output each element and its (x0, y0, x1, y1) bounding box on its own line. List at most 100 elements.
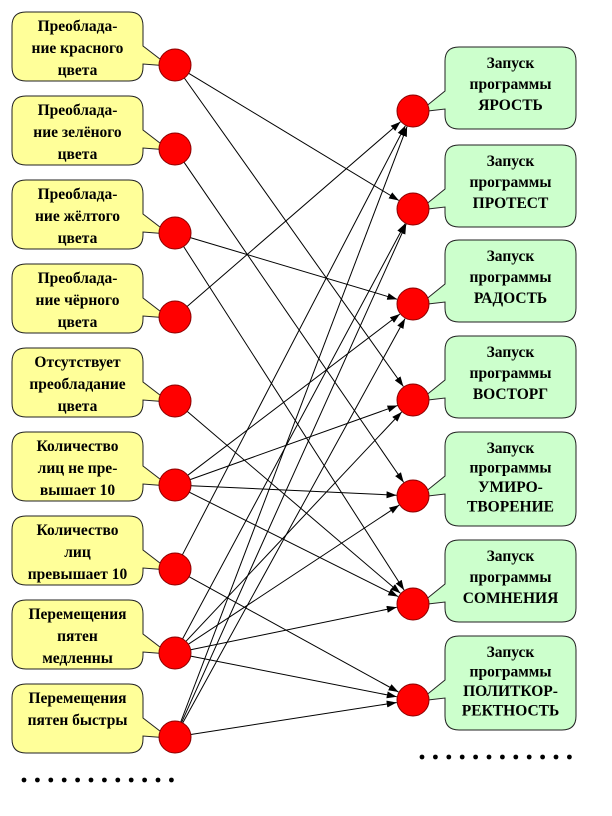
condition-label-line: пятен быстры (28, 712, 128, 729)
ellipsis-dot (169, 777, 174, 783)
connection-arrow (190, 605, 397, 651)
condition-label-line: Количество (37, 522, 119, 539)
program-callout (417, 144, 577, 228)
condition-callout (11, 683, 171, 754)
condition-dot (158, 468, 192, 502)
program-label-line: Запуск (487, 55, 535, 72)
condition-callout (11, 515, 171, 586)
connection-arrow (183, 246, 405, 591)
ellipsis-dot (142, 777, 148, 783)
program-callout (417, 46, 577, 130)
condition-dot (158, 300, 192, 334)
ellipsis-dot (48, 777, 54, 783)
ellipsis-dot (473, 754, 478, 760)
condition-dot (158, 384, 192, 418)
ellipsis-dot (553, 754, 559, 760)
connection-arrow (189, 491, 399, 598)
program-callout (417, 635, 577, 731)
program-callout (417, 239, 577, 323)
program-label-line: программы (470, 664, 552, 681)
condition-dot (158, 132, 192, 166)
program-label-line: программы (470, 365, 552, 382)
condition-label: Количество лиц не пре-вышает 10 (37, 438, 119, 499)
ellipsis-dot (446, 754, 452, 760)
condition-label-line: ние красного (32, 40, 124, 57)
program-label-line: ЯРОСТЬ (478, 97, 543, 114)
program-label-line: программы (470, 76, 552, 93)
connection-arrow (182, 223, 406, 640)
connection-arrow (181, 223, 407, 723)
program-label-line: РЕКТНОСТЬ (462, 703, 559, 720)
connection-arrow (190, 655, 397, 699)
condition-label-line: Количество (37, 438, 119, 455)
ellipsis-dot (102, 777, 107, 783)
ellipsis-dot (500, 754, 505, 760)
program-dot (396, 587, 430, 621)
ellipsis-dot (540, 754, 545, 760)
connection-arrow (186, 411, 401, 594)
program-label-line: ВОСТОРГ (473, 386, 548, 403)
condition-label-line: Отсутствует (34, 354, 121, 371)
ellipsis-dot (486, 754, 492, 760)
more-conditions-ellipsis (21, 777, 174, 783)
condition-label-line: цвета (58, 146, 98, 163)
connection-arrow (181, 125, 406, 556)
condition-label-line: ние чёрного (36, 292, 120, 309)
program-label-line: ПОЛИТКОР- (463, 683, 558, 700)
program-label-line: СОМНЕНИЯ (463, 590, 559, 607)
condition-label-line: Перемещения (28, 606, 126, 623)
condition-callout (11, 179, 171, 250)
connection-arrow (185, 411, 403, 642)
program-label-line: ПРОТЕСТ (473, 195, 549, 212)
connection-arrow (188, 504, 400, 645)
ellipsis-dot (567, 754, 572, 760)
program-dot (396, 383, 430, 417)
program-dot (396, 479, 430, 513)
condition-label-line: пятен (57, 628, 98, 645)
condition-callout (11, 431, 171, 502)
program-label-line: программы (470, 269, 552, 286)
more-programs-ellipsis (419, 754, 572, 760)
condition-label-line: лиц не пре- (38, 460, 118, 477)
program-label-line: Запуск (487, 153, 535, 170)
condition-dot (158, 636, 192, 670)
connection-arrow (187, 313, 401, 476)
program-label-line: программы (470, 174, 552, 191)
connection-arrow (190, 485, 397, 499)
condition-dot (158, 48, 192, 82)
program-callout (417, 431, 577, 527)
program-label-line: Запуск (487, 440, 535, 457)
program-callout (417, 539, 577, 623)
condition-node: Количество лиц не пре-вышает 10 (11, 431, 192, 502)
ellipsis-dot (459, 754, 465, 760)
condition-label-line: цвета (58, 230, 98, 247)
condition-callout (11, 263, 171, 334)
connection-arrow (183, 77, 404, 387)
condition-label-line: цвета (58, 398, 98, 415)
connection-arrow (189, 405, 398, 481)
condition-dot (158, 720, 192, 754)
connection-arrow (183, 161, 405, 483)
ellipsis-dot (61, 777, 67, 783)
condition-callout (11, 11, 171, 82)
condition-label-line: вышает 10 (40, 482, 115, 499)
program-dot (396, 287, 430, 321)
